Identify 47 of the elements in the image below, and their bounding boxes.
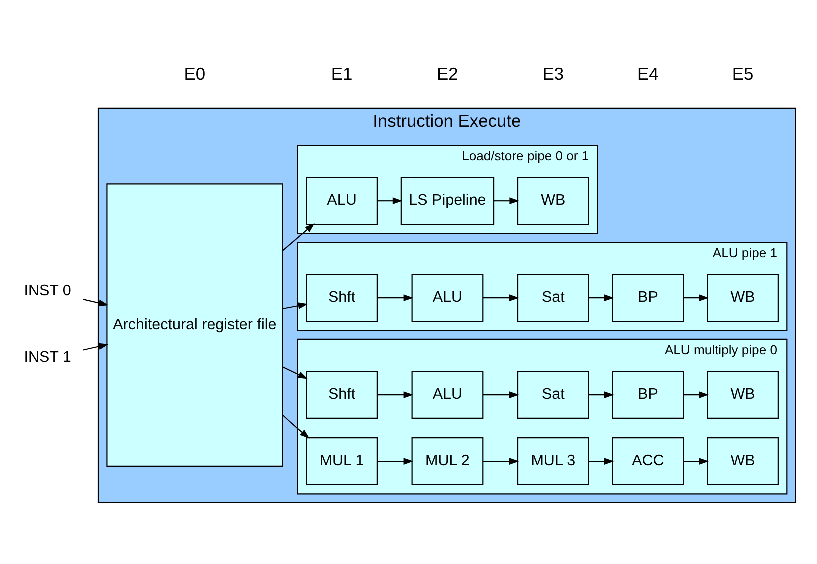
node-box: ALU [412,371,484,420]
arrow [684,294,710,302]
arrow [589,458,614,465]
node-box: Architectural register file [106,184,284,467]
arrow [282,366,308,380]
arrow [378,458,414,465]
node-box: LS Pipeline [400,177,495,226]
node-box: Sat [517,274,590,322]
node-box: ACC [612,438,684,486]
node-box: Shft [306,371,378,420]
arrow [83,343,109,351]
arrow [378,392,414,398]
arrow [83,299,109,307]
label: E1 [331,64,353,84]
node-box: MUL 2 [412,438,484,486]
node-box: ALU [412,274,484,322]
node-box: WB [707,274,779,322]
arrow [684,458,710,465]
arrow [378,294,414,302]
arrow [282,223,315,252]
arrow [282,414,310,439]
node-text: INST 1 [24,349,72,366]
arrow [483,458,520,465]
arrow [483,392,520,398]
node-box: MUL 1 [306,438,378,486]
node-box: Shft [306,274,378,322]
node-text: INST 0 [24,282,72,300]
node-box: WB [517,177,590,226]
node-box: WB [707,438,779,486]
node-box: BP [612,371,684,420]
arrow [378,198,403,205]
arrow [282,302,308,310]
label: E0 [184,64,206,84]
node-box: MUL 3 [517,438,590,486]
arrow [589,392,614,398]
node-box: WB [707,371,779,420]
arrow [684,392,710,398]
arrow [494,198,520,205]
node-box: BP [612,274,684,322]
label: E4 [638,64,659,84]
arrow [483,294,520,302]
label: E3 [542,64,564,84]
arrow [589,294,614,302]
node-box: Sat [517,371,590,420]
label: E5 [732,64,754,84]
label: E2 [437,64,458,84]
node-box: ALU [306,177,378,226]
